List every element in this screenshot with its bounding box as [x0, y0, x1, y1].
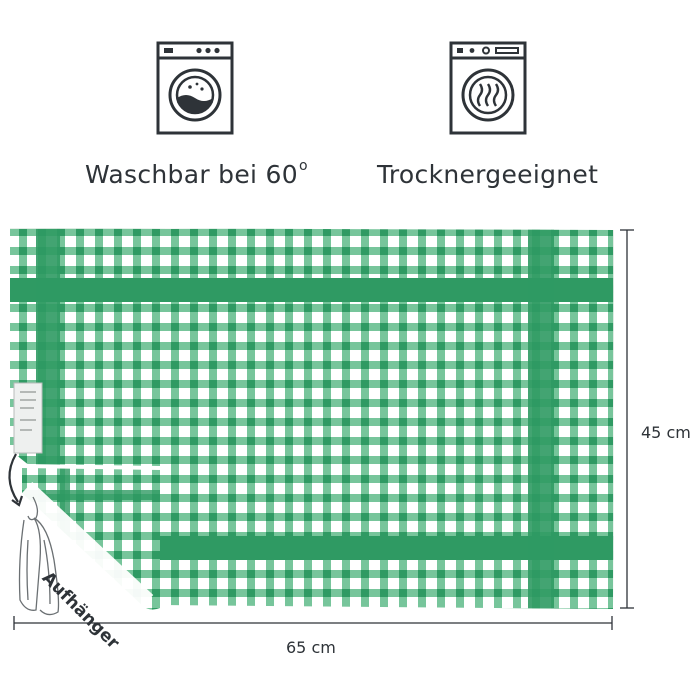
width-dimension-label: 65 cm — [286, 638, 336, 657]
washable-60-label: Waschbar bei 60o — [85, 157, 308, 189]
width-dimension-line — [13, 616, 613, 630]
tumble-dryer-icon — [448, 40, 528, 136]
degree-symbol: o — [298, 157, 308, 174]
height-dimension-label: 45 cm — [641, 423, 691, 442]
hanging-towel-sketch — [18, 496, 60, 616]
height-dimension-line — [620, 229, 634, 609]
arrow-icon — [8, 453, 19, 503]
care-label — [13, 382, 43, 454]
washing-machine-icon — [155, 40, 235, 136]
dryer-safe-label: Trocknergeeignet — [377, 160, 599, 189]
